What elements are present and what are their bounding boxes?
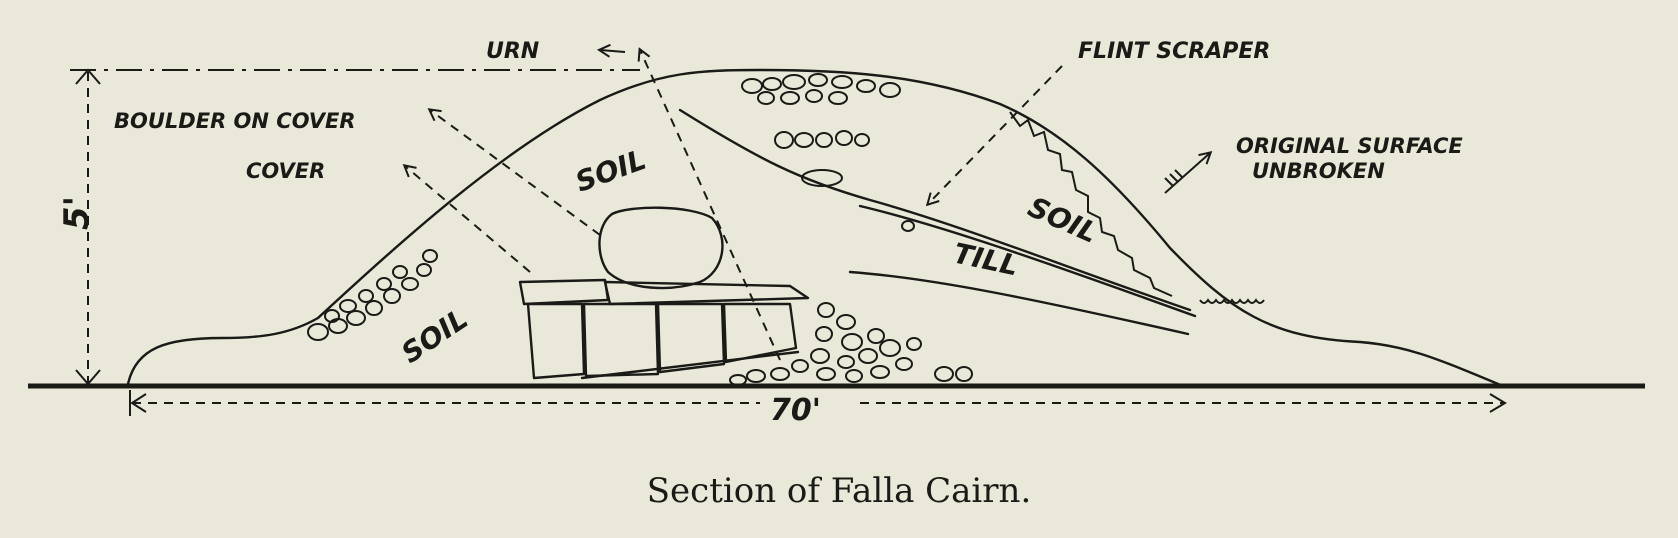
cist-base-line (580, 350, 800, 380)
urn-label-arrow (600, 50, 626, 52)
soil-label-upper-left: SOIL (571, 143, 650, 199)
cover-slab-left (518, 278, 610, 306)
cist-stone-1 (526, 302, 586, 380)
left-slope-stones (307, 249, 438, 341)
rubble-stones (729, 302, 973, 386)
height-arrow-top (75, 68, 101, 85)
width-arrow-left (130, 393, 147, 413)
urn-label: URN (486, 39, 539, 64)
cist-stone-3 (656, 302, 726, 374)
mound-outline (126, 68, 1505, 388)
cist-stone-4 (722, 302, 798, 364)
till-upper-line (858, 204, 1197, 318)
figure-caption: Section of Falla Cairn. (647, 471, 1032, 511)
height-dimension-label: 5' (57, 196, 97, 230)
cist-stone-2 (582, 302, 660, 378)
width-dimension-label: 70' (770, 393, 821, 428)
till-lower-line (848, 270, 1190, 336)
original-surface-pointer (1164, 153, 1210, 194)
cover-label: COVER (246, 159, 325, 183)
boulder-on-cover-label: BOULDER ON COVER (114, 109, 356, 133)
flint-scraper-pointer (928, 65, 1063, 204)
soil-label-lower-left: SOIL (395, 302, 473, 370)
flint-scraper-label: FLINT SCRAPER (1078, 39, 1270, 64)
upper-stones (741, 73, 915, 232)
boulder-on-cover-pointer (430, 110, 601, 236)
width-arrow-right (1489, 393, 1507, 413)
till-label: TILL (951, 237, 1022, 283)
soil-label-right: SOIL (1023, 190, 1102, 250)
height-arrow-bottom (75, 369, 101, 386)
right-slope-texture (1009, 111, 1173, 297)
urn-pointer-line (640, 50, 781, 361)
unbroken-label: UNBROKEN (1252, 159, 1385, 183)
soil-boundary-line (678, 108, 1192, 312)
original-surface-label: ORIGINAL SURFACE (1236, 134, 1463, 158)
cover-pointer (405, 166, 531, 273)
right-slope-scallops (1199, 298, 1265, 304)
original-surface-pointer-feathers (1164, 169, 1184, 187)
cover-slab-right (603, 280, 810, 306)
boulder (598, 206, 724, 290)
